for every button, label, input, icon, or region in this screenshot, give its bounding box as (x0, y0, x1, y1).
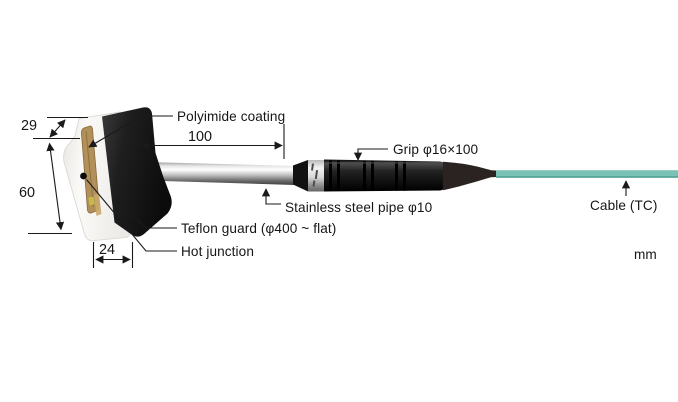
label-hot-junction: Hot junction (181, 244, 254, 259)
leader-hot-junction (86, 179, 177, 252)
strain-relief-taper (443, 161, 501, 191)
unit-label: mm (634, 247, 657, 262)
dim60-arrow (46, 142, 65, 231)
cable-shadow-edge (496, 176, 678, 178)
label-stainless-pipe: Stainless steel pipe φ10 (285, 200, 433, 215)
dim60-value: 60 (19, 185, 35, 201)
stainless-pipe (146, 162, 295, 185)
polyimide-strip-inner-line (85, 130, 94, 208)
dim29-value: 29 (21, 118, 37, 134)
dim29-arrow (49, 119, 66, 138)
element-fleck (88, 196, 95, 206)
grip-body (324, 159, 449, 192)
leader-pipe (261, 188, 281, 205)
label-teflon-guard: Teflon guard (φ400 ~ flat) (181, 221, 336, 236)
leader-teflon (114, 197, 177, 229)
dim24-value: 24 (99, 242, 115, 258)
leader-grip (353, 148, 388, 161)
grip-grooves (329, 160, 406, 191)
grip-sheen (325, 162, 443, 164)
leader-polyimide (88, 115, 173, 148)
dim100-value: 100 (188, 129, 212, 145)
element-sliver (94, 193, 102, 216)
label-polyimide-coating: Polyimide coating (177, 109, 285, 124)
label-cable: Cable (TC) (590, 198, 657, 213)
hot-junction-dot (80, 172, 87, 180)
grip-cone (293, 160, 308, 192)
label-band-print-marks (311, 163, 319, 187)
cable-line (496, 170, 678, 178)
label-grip: Grip φ16×100 (393, 142, 479, 157)
